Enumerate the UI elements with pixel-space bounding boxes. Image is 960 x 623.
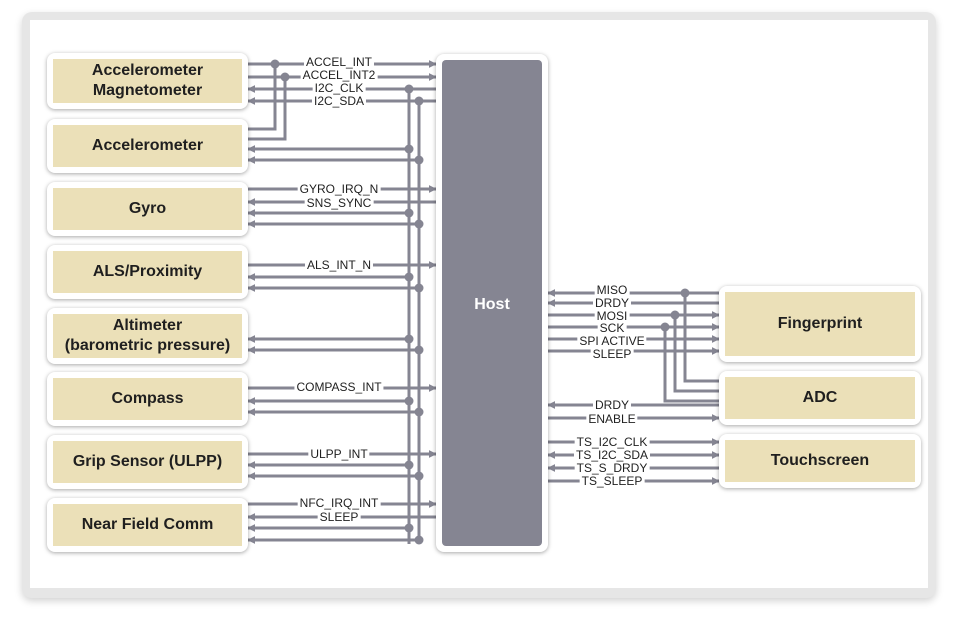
wire: [248, 64, 277, 131]
device-near-field-comm: Near Field Comm: [47, 498, 248, 552]
device-label: ADC: [725, 377, 915, 419]
signal-label: SLEEP: [590, 347, 634, 361]
device-accelerometer: Accelerometer: [47, 119, 248, 173]
wire: [673, 315, 719, 393]
junction-dot: [280, 72, 290, 82]
signal-label: TS_I2C_CLK: [574, 435, 650, 449]
device-altimeter: Altimeter (barometric pressure): [47, 308, 248, 364]
device-label: Accelerometer: [53, 125, 242, 167]
wire: [663, 327, 719, 403]
junction-dot: [414, 535, 424, 545]
device-label: Compass: [53, 378, 242, 420]
junction-dot: [404, 396, 414, 406]
junction-dot: [414, 407, 424, 417]
wire: [248, 77, 287, 141]
device-gyro: Gyro: [47, 182, 248, 236]
device-label: ALS/Proximity: [53, 251, 242, 293]
junction-dot: [414, 219, 424, 229]
signal-label: SNS_SYNC: [304, 196, 374, 210]
signal-label: TS_I2C_SDA: [573, 448, 651, 462]
junction-dot: [404, 84, 414, 94]
junction-dot: [404, 144, 414, 154]
signal-label: DRDY: [592, 296, 632, 310]
junction-dot: [414, 471, 424, 481]
host-body: Host: [442, 60, 542, 546]
signal-label: NFC_IRQ_INT: [297, 496, 381, 510]
device-label: Touchscreen: [725, 440, 915, 482]
device-grip-sensor: Grip Sensor (ULPP): [47, 435, 248, 489]
device-touchscreen: Touchscreen: [719, 434, 921, 488]
junction-dot: [404, 334, 414, 344]
signal-label: TS_S_DRDY: [574, 461, 650, 475]
junction-dot: [404, 523, 414, 533]
device-fingerprint: Fingerprint: [719, 286, 921, 362]
host-label: Host: [474, 296, 510, 313]
wire: [683, 293, 719, 383]
junction-dot: [414, 283, 424, 293]
device-label: Accelerometer Magnetometer: [53, 59, 242, 103]
device-label: Grip Sensor (ULPP): [53, 441, 242, 483]
junction-dot: [660, 322, 670, 332]
device-label: Gyro: [53, 188, 242, 230]
signal-label: ULPP_INT: [308, 447, 370, 461]
junction-dot: [414, 345, 424, 355]
junction-dot: [404, 460, 414, 470]
signal-label: SCK: [597, 321, 627, 335]
junction-dot: [670, 310, 680, 320]
signal-label: GYRO_IRQ_N: [297, 182, 381, 196]
signal-label: ACCEL_INT: [303, 55, 375, 69]
signal-label: MOSI: [594, 309, 630, 323]
device-label: Altimeter (barometric pressure): [53, 314, 242, 358]
signal-label: ACCEL_INT2: [300, 68, 378, 82]
junction-dot: [680, 288, 690, 298]
signal-label: ENABLE: [586, 412, 638, 426]
signal-label: DRDY: [592, 398, 632, 412]
junction-dot: [414, 155, 424, 165]
signal-label: MISO: [594, 283, 630, 297]
junction-dot: [404, 272, 414, 282]
junction-dot: [270, 59, 280, 69]
signal-label: TS_SLEEP: [579, 474, 645, 488]
signal-label: SLEEP: [317, 510, 361, 524]
device-adc: ADC: [719, 371, 921, 425]
signal-label: I2C_CLK: [312, 81, 366, 95]
signal-label: I2C_SDA: [311, 94, 367, 108]
junction-dot: [404, 208, 414, 218]
device-als-proximity: ALS/Proximity: [47, 245, 248, 299]
device-compass: Compass: [47, 372, 248, 426]
device-label: Fingerprint: [725, 292, 915, 356]
host-block: Host: [436, 54, 548, 552]
signal-label: ALS_INT_N: [304, 258, 374, 272]
junction-dot: [414, 96, 424, 106]
signal-label: SPI ACTIVE: [577, 334, 647, 348]
device-label: Near Field Comm: [53, 504, 242, 546]
device-accelerometer-magnetometer: Accelerometer Magnetometer: [47, 53, 248, 109]
signal-label: COMPASS_INT: [294, 380, 384, 394]
